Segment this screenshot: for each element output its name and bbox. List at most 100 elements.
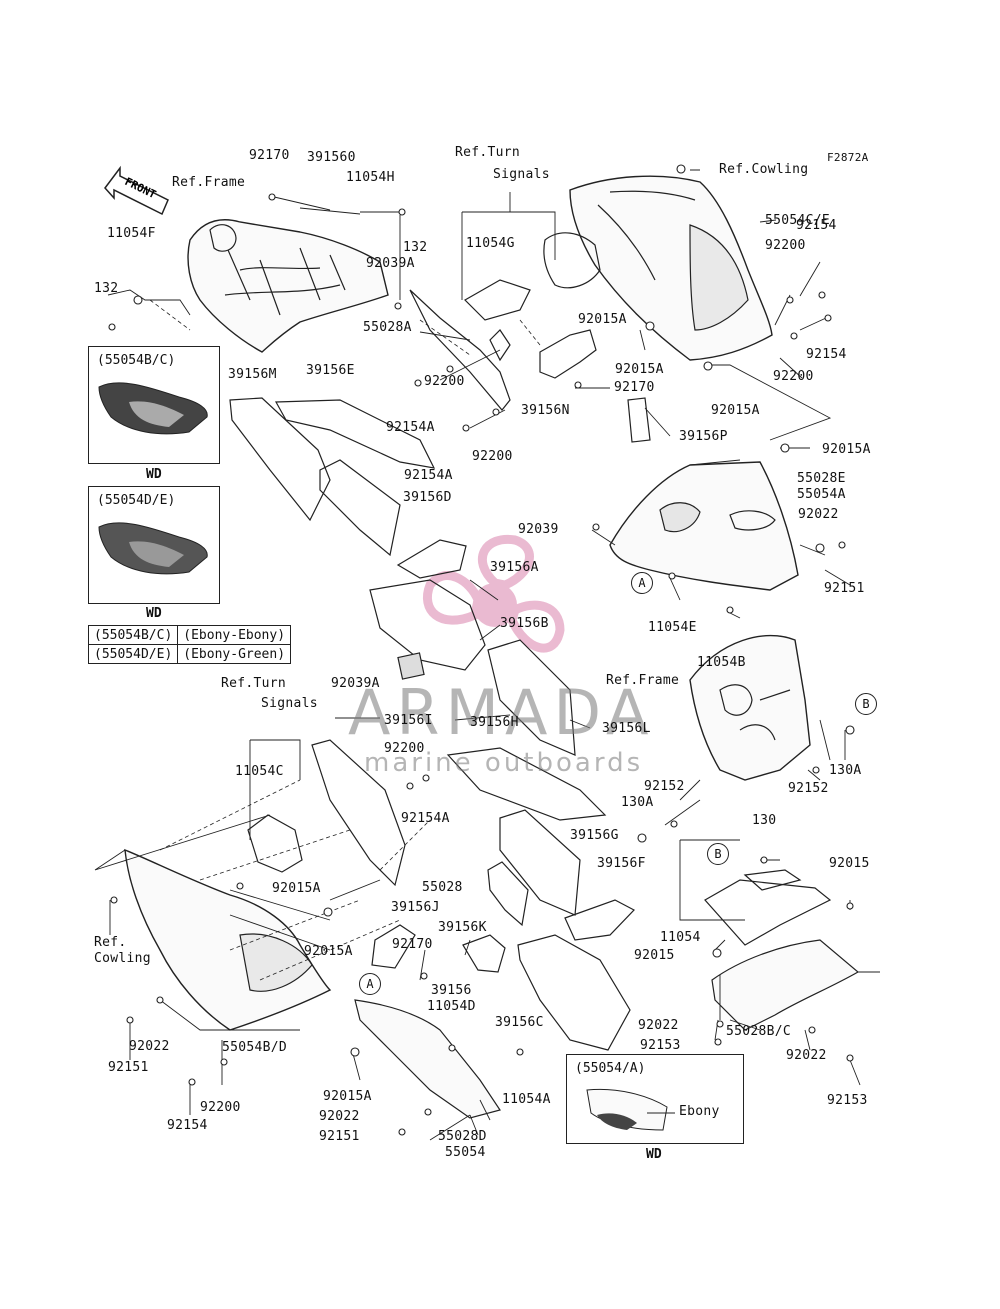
part-label: 39156F bbox=[597, 856, 646, 871]
part-label: 132 bbox=[94, 281, 119, 296]
part-label: 55028E bbox=[797, 471, 846, 486]
inset-box-55054de: (55054D/E) bbox=[88, 486, 220, 604]
part-label: 11054E bbox=[648, 620, 697, 635]
part-label: 39156P bbox=[679, 429, 728, 444]
table-row: (55054D/E) (Ebony-Green) bbox=[87, 644, 292, 664]
part-label: 11054B bbox=[697, 655, 746, 670]
part-label: Ref.Cowling bbox=[719, 162, 809, 177]
part-label: 11054C bbox=[235, 764, 284, 779]
cowl-part-image bbox=[586, 1088, 675, 1131]
part-label: 92015A bbox=[272, 881, 321, 896]
part-label: 92154A bbox=[404, 468, 453, 483]
inset-box-footer: WD bbox=[646, 1147, 662, 1162]
part-label: 92200 bbox=[384, 741, 425, 756]
part-label: 92015A bbox=[323, 1089, 372, 1104]
part-label: 92154A bbox=[386, 420, 435, 435]
part-label: 11054D bbox=[427, 999, 476, 1014]
circle-ref-b: B bbox=[855, 693, 877, 715]
part-label: 92170 bbox=[614, 380, 655, 395]
circle-ref-b: B bbox=[707, 843, 729, 865]
part-label: 92015A bbox=[711, 403, 760, 418]
part-label: 55028 bbox=[422, 880, 463, 895]
figure-code: F2872A bbox=[827, 151, 869, 164]
part-label: 11054 bbox=[660, 930, 701, 945]
part-label: 92200 bbox=[773, 369, 814, 384]
part-label: Cowling bbox=[94, 951, 151, 966]
part-label: 92152 bbox=[788, 781, 829, 796]
part-label: 92153 bbox=[640, 1038, 681, 1053]
part-label: 11054F bbox=[107, 226, 156, 241]
part-label: 92200 bbox=[472, 449, 513, 464]
part-label: Signals bbox=[261, 696, 318, 711]
part-label: 39156A bbox=[490, 560, 539, 575]
part-label: 92022 bbox=[638, 1018, 679, 1033]
part-label: 39156J bbox=[391, 900, 440, 915]
part-label: 92170 bbox=[392, 937, 433, 952]
part-label: 39156N bbox=[521, 403, 570, 418]
part-label: 132 bbox=[403, 240, 428, 255]
part-label: 92200 bbox=[765, 238, 806, 253]
part-label: 11054G bbox=[466, 236, 515, 251]
part-label: 92039A bbox=[366, 256, 415, 271]
part-label: 39156I bbox=[384, 713, 433, 728]
part-cell: (55054B/C) bbox=[87, 625, 179, 645]
inset-box-55054a: (55054/A) Ebony bbox=[566, 1054, 744, 1144]
part-label: Ref.Frame bbox=[172, 175, 246, 190]
part-label: 92015A bbox=[615, 362, 664, 377]
part-label: 92170 bbox=[249, 148, 290, 163]
cowl-part-image bbox=[98, 382, 208, 435]
part-label: 39156L bbox=[602, 721, 651, 736]
inset-box-title: (55054B/C) bbox=[97, 353, 176, 368]
part-cell: (55054D/E) bbox=[87, 644, 179, 664]
part-label: 130 bbox=[752, 813, 777, 828]
part-label: 92151 bbox=[824, 581, 865, 596]
part-label: 92022 bbox=[786, 1048, 827, 1063]
circle-ref-a: A bbox=[359, 973, 381, 995]
part-label: 92153 bbox=[827, 1093, 868, 1108]
part-label: 39156C bbox=[495, 1015, 544, 1030]
color-cell: (Ebony-Green) bbox=[177, 644, 292, 664]
table-row: (55054B/C) (Ebony-Ebony) bbox=[87, 625, 292, 645]
part-label: 55028B/C bbox=[726, 1024, 792, 1039]
front-arrow-icon: FRONT bbox=[123, 175, 159, 201]
part-label: 391560 bbox=[307, 150, 356, 165]
watermark-propeller-icon bbox=[422, 534, 565, 653]
part-label: 55054C/E bbox=[765, 213, 831, 228]
inset-box-footer: WD bbox=[146, 467, 162, 482]
part-label: Ref.Frame bbox=[606, 673, 680, 688]
part-label: 92154 bbox=[796, 218, 837, 233]
part-label: Signals bbox=[493, 167, 550, 182]
part-label: 92151 bbox=[108, 1060, 149, 1075]
cowl-part-image bbox=[98, 522, 208, 575]
part-label: 130A bbox=[621, 795, 654, 810]
part-label: Ref.Turn bbox=[221, 676, 287, 691]
part-label: 92200 bbox=[424, 374, 465, 389]
inset-box-footer: WD bbox=[146, 606, 162, 621]
color-table: (55054B/C) (Ebony-Ebony) (55054D/E) (Ebo… bbox=[87, 625, 292, 664]
part-label: Ref. bbox=[94, 935, 127, 950]
part-label: 55054 bbox=[445, 1145, 486, 1160]
part-label: 39156K bbox=[438, 920, 487, 935]
circle-ref-a: A bbox=[631, 572, 653, 594]
part-label: 92154 bbox=[806, 347, 847, 362]
inset-box-55054bc: (55054B/C) bbox=[88, 346, 220, 464]
watermark-tagline: marine outboards bbox=[364, 748, 644, 778]
part-label: 92200 bbox=[200, 1100, 241, 1115]
part-label: 92015 bbox=[829, 856, 870, 871]
part-label: 55054A bbox=[797, 487, 846, 502]
part-label: 39156D bbox=[403, 490, 452, 505]
part-label: 130A bbox=[829, 763, 862, 778]
part-label: 39156H bbox=[470, 715, 519, 730]
part-label: 55028D bbox=[438, 1129, 487, 1144]
part-label: 92015A bbox=[578, 312, 627, 327]
part-label: 55054B/D bbox=[222, 1040, 288, 1055]
inset-callout: Ebony bbox=[679, 1104, 720, 1119]
front-label: FRONT bbox=[123, 175, 159, 201]
part-label: Ref.Turn bbox=[455, 145, 521, 160]
inset-box-title: (55054D/E) bbox=[97, 493, 176, 508]
part-label: 92015 bbox=[634, 948, 675, 963]
part-label: 11054A bbox=[502, 1092, 551, 1107]
part-label: 92151 bbox=[319, 1129, 360, 1144]
part-label: 92152 bbox=[644, 779, 685, 794]
